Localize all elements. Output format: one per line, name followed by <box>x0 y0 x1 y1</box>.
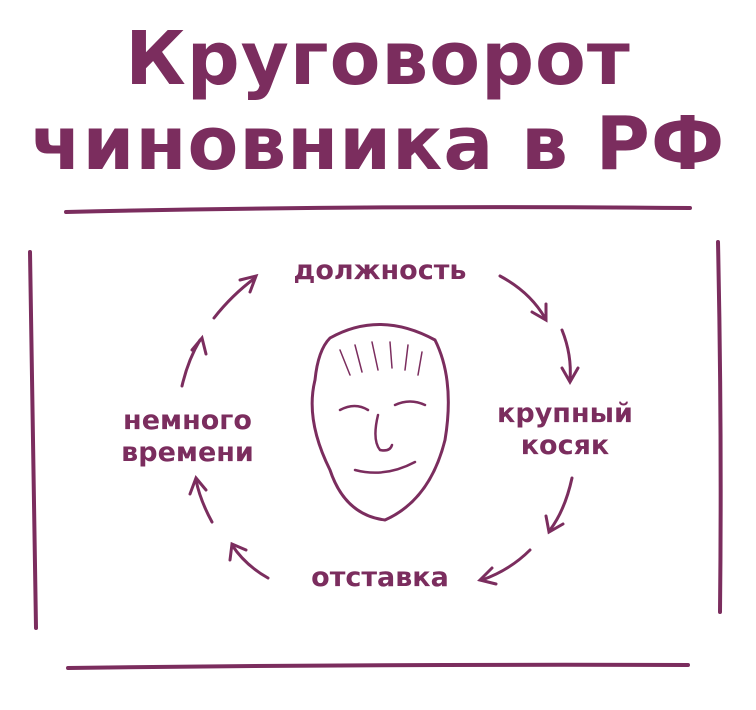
title-line-1: Круговорот <box>125 16 631 102</box>
left-border <box>28 250 38 630</box>
title-line-2: чиновника в РФ <box>30 101 726 187</box>
cycle-label-top: должность <box>293 255 467 286</box>
cycle-arrows <box>180 273 580 586</box>
cycle-label-right-2: косяк <box>520 430 610 461</box>
top-divider <box>64 205 692 214</box>
cycle-label-left-1: немного <box>123 405 252 436</box>
right-border <box>716 240 723 614</box>
cycle-label-bottom: отставка <box>311 562 449 593</box>
face-sketch-icon <box>310 323 450 522</box>
bottom-divider <box>66 662 690 670</box>
cycle-label-left-2: времени <box>121 437 254 468</box>
cycle-label-right-1: крупный <box>497 398 633 429</box>
